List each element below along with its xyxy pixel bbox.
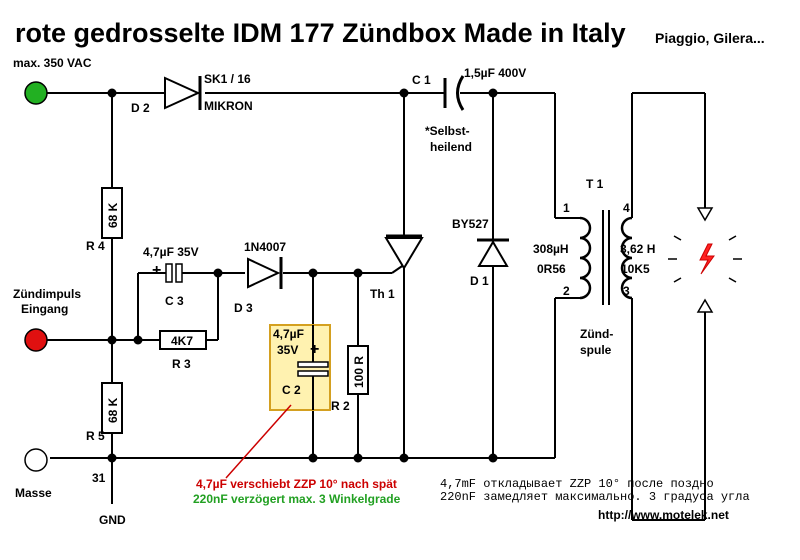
label-d2: D 2 — [131, 101, 150, 115]
label-d2-make: MIKRON — [204, 99, 253, 113]
diode-d1 — [477, 238, 509, 267]
resistor-r3 — [159, 330, 207, 350]
label-masse: Masse — [15, 486, 52, 500]
resistor-r5 — [101, 382, 123, 434]
label-th1: Th 1 — [370, 287, 395, 301]
note-russian-2: 220nF замедляет максимально. 3 градуса у… — [440, 490, 750, 504]
label-pin-2: 2 — [563, 284, 570, 298]
label-t1: T 1 — [586, 177, 604, 191]
diagram-title: rote gedrosselte IDM 177 Zündbox Made in… — [15, 18, 626, 48]
label-c1-note-1: *Selbst- — [425, 124, 470, 138]
label-c2-value-1: 4,7µF — [273, 327, 304, 341]
label-d3-type: 1N4007 — [244, 240, 286, 254]
label-input-2: Eingang — [21, 302, 68, 316]
diode-d3 — [247, 257, 283, 289]
label-r4: R 4 — [86, 239, 105, 253]
annotation-arrow — [225, 404, 292, 479]
label-c3-plus: + — [152, 262, 161, 279]
wires — [47, 92, 706, 521]
label-r5-value: 68 K — [106, 397, 120, 423]
label-pin-3: 3 — [623, 284, 630, 298]
label-c1: C 1 — [412, 73, 431, 87]
label-primary-resistance: 0R56 — [537, 262, 566, 276]
source-url: http://www.motelek.net — [598, 508, 729, 522]
diode-d2 — [164, 76, 202, 110]
junction-dots — [107, 88, 498, 463]
ignition-coil-t1 — [555, 210, 633, 305]
label-secondary-inductance: 3,62 H — [620, 242, 655, 256]
note-russian-1: 4,7mF откладывает ZZP 10° после поздно — [440, 477, 714, 491]
label-c3: C 3 — [165, 294, 184, 308]
label-r2-value: 100 R — [352, 356, 366, 388]
note-red: 4,7µF verschiebt ZZP 10° nach spät — [196, 477, 397, 491]
spark-plug-icon — [668, 207, 742, 313]
capacitor-c3 — [165, 263, 183, 283]
terminal-supply — [24, 81, 48, 105]
note-green: 220nF verzögert max. 3 Winkelgrade — [193, 492, 401, 506]
label-pin-4: 4 — [623, 201, 630, 215]
resistor-r2 — [347, 345, 369, 395]
terminal-input — [24, 328, 48, 352]
label-input-1: Zündimpuls — [13, 287, 81, 301]
label-c1-note-2: heilend — [430, 140, 472, 154]
label-pin-31: 31 — [92, 471, 106, 485]
label-pin-1: 1 — [563, 201, 570, 215]
label-c2-plus: + — [310, 341, 319, 358]
label-c3-value: 4,7µF 35V — [143, 245, 199, 259]
label-r5: R 5 — [86, 429, 105, 443]
label-c2: C 2 — [282, 383, 301, 397]
label-coil-2: spule — [580, 343, 612, 357]
capacitor-c1 — [443, 75, 465, 111]
label-gnd: GND — [99, 513, 126, 527]
diagram-subtitle: Piaggio, Gilera... — [655, 30, 765, 46]
label-r3: R 3 — [172, 357, 191, 371]
label-c2-value-2: 35V — [277, 343, 298, 357]
label-d3: D 3 — [234, 301, 253, 315]
label-r4-value: 68 K — [106, 202, 120, 228]
thyristor-th1 — [384, 234, 424, 270]
terminal-ground — [24, 448, 48, 472]
label-d1: D 1 — [470, 274, 489, 288]
label-primary-inductance: 308µH — [533, 242, 569, 256]
label-max-vac: max. 350 VAC — [13, 56, 92, 70]
label-d2-type: SK1 / 16 — [204, 72, 251, 86]
label-c1-value: 1,5µF 400V — [464, 66, 526, 80]
resistor-r4 — [101, 187, 123, 239]
label-r2: R 2 — [331, 399, 350, 413]
label-r3-value: 4K7 — [171, 334, 193, 348]
label-d1-type: BY527 — [452, 217, 489, 231]
label-coil-1: Zünd- — [580, 327, 613, 341]
label-secondary-resistance: 10K5 — [621, 262, 650, 276]
